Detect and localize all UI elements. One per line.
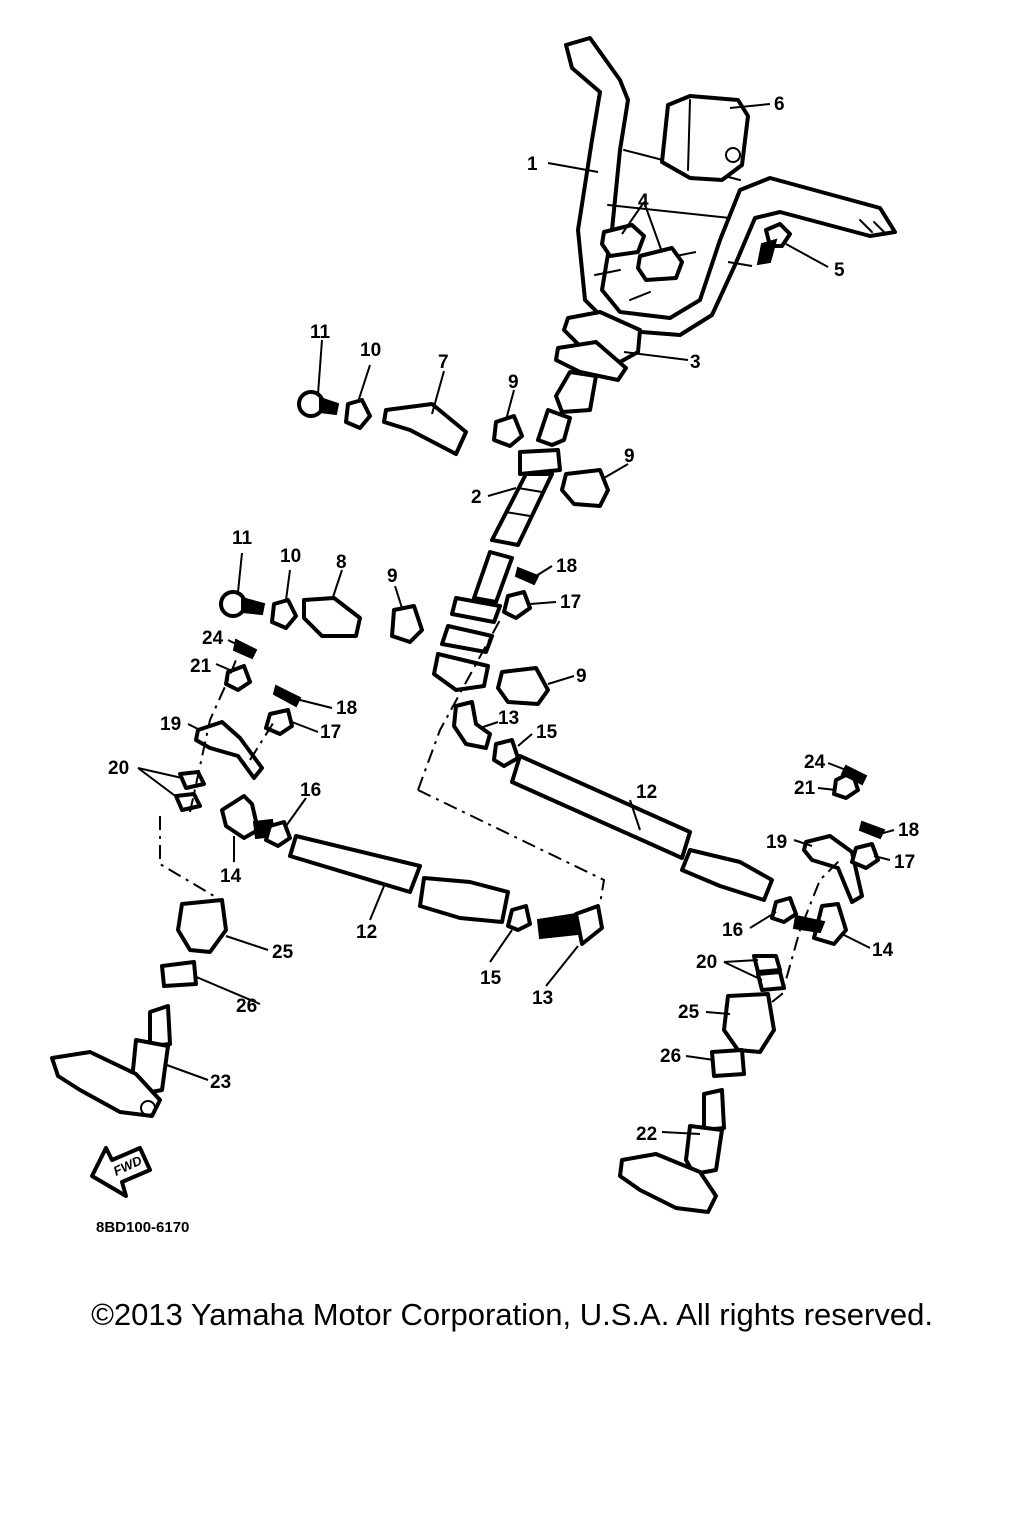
callout-2: 2 bbox=[471, 487, 482, 508]
steering-column-part bbox=[432, 408, 572, 692]
callout-18b: 18 bbox=[336, 698, 357, 719]
callout-14a: 14 bbox=[220, 866, 242, 887]
callout-13b: 13 bbox=[532, 988, 553, 1009]
column-bushing-parts bbox=[390, 414, 610, 706]
callout-18c: 18 bbox=[898, 820, 919, 841]
callout-21b: 21 bbox=[794, 778, 816, 799]
copyright-notice: ©2013 Yamaha Motor Corporation, U.S.A. A… bbox=[91, 1297, 933, 1332]
callout-16b: 16 bbox=[722, 920, 743, 941]
callout-1: 1 bbox=[527, 154, 538, 175]
right-arm-assembly bbox=[452, 700, 886, 1214]
callout-8: 8 bbox=[336, 552, 347, 573]
callout-21a: 21 bbox=[190, 656, 212, 677]
callout-11a: 11 bbox=[310, 322, 331, 343]
callout-24a: 24 bbox=[202, 628, 224, 649]
callout-20b: 20 bbox=[696, 952, 717, 973]
callout-17b: 17 bbox=[320, 722, 341, 743]
callout-20a: 20 bbox=[108, 758, 129, 779]
callout-24b: 24 bbox=[804, 752, 826, 773]
fwd-arrow-icon: FWD bbox=[90, 1146, 152, 1198]
callout-16a: 16 bbox=[300, 780, 321, 801]
upper-bracket-part bbox=[554, 310, 642, 414]
callout-9b: 9 bbox=[624, 446, 635, 467]
column-clamp-parts bbox=[302, 402, 468, 638]
callout-15a: 15 bbox=[536, 722, 558, 743]
callout-25b: 25 bbox=[678, 1002, 700, 1023]
callout-23: 23 bbox=[210, 1072, 231, 1093]
handlebar-holder-parts bbox=[600, 223, 684, 282]
bolt-5-part bbox=[756, 222, 792, 266]
callout-15b: 15 bbox=[480, 968, 502, 989]
callout-18a: 18 bbox=[556, 556, 577, 577]
callout-10b: 10 bbox=[280, 546, 301, 567]
callout-5: 5 bbox=[834, 260, 845, 281]
callout-10a: 10 bbox=[360, 340, 381, 361]
callout-7: 7 bbox=[438, 352, 449, 373]
callout-17a: 17 bbox=[560, 592, 581, 613]
handlebar-pad-part bbox=[660, 94, 750, 182]
callout-22: 22 bbox=[636, 1124, 657, 1145]
handlebar-part bbox=[564, 36, 897, 337]
callout-26b: 26 bbox=[660, 1046, 681, 1067]
diagram-code: 8BD100-6170 bbox=[96, 1219, 189, 1236]
callout-14b: 14 bbox=[872, 940, 894, 961]
callout-26a: 26 bbox=[236, 996, 257, 1017]
callout-11b: 11 bbox=[232, 528, 253, 549]
callout-19b: 19 bbox=[766, 832, 787, 853]
callout-13a: 13 bbox=[498, 708, 519, 729]
callout-12b: 12 bbox=[356, 922, 377, 943]
nut-10-parts bbox=[270, 398, 372, 630]
callout-17c: 17 bbox=[894, 852, 915, 873]
alignment-lines bbox=[159, 619, 841, 1003]
callout-25a: 25 bbox=[272, 942, 294, 963]
callout-4: 4 bbox=[638, 191, 649, 212]
left-arm-assembly bbox=[50, 638, 604, 1118]
callout-9d: 9 bbox=[576, 666, 587, 687]
callout-labels: 1 2 3 4 5 6 7 8 9 9 9 9 10 10 11 11 12 1… bbox=[108, 94, 919, 1145]
callout-12a: 12 bbox=[636, 782, 657, 803]
leader-lines bbox=[137, 103, 895, 1135]
callout-6: 6 bbox=[774, 94, 785, 115]
column-bolt-nut-parts bbox=[502, 566, 540, 620]
bolt-11-parts bbox=[219, 390, 340, 618]
callout-3: 3 bbox=[690, 352, 701, 373]
callout-9c: 9 bbox=[387, 566, 398, 587]
callout-9a: 9 bbox=[508, 372, 519, 393]
callout-19a: 19 bbox=[160, 714, 181, 735]
